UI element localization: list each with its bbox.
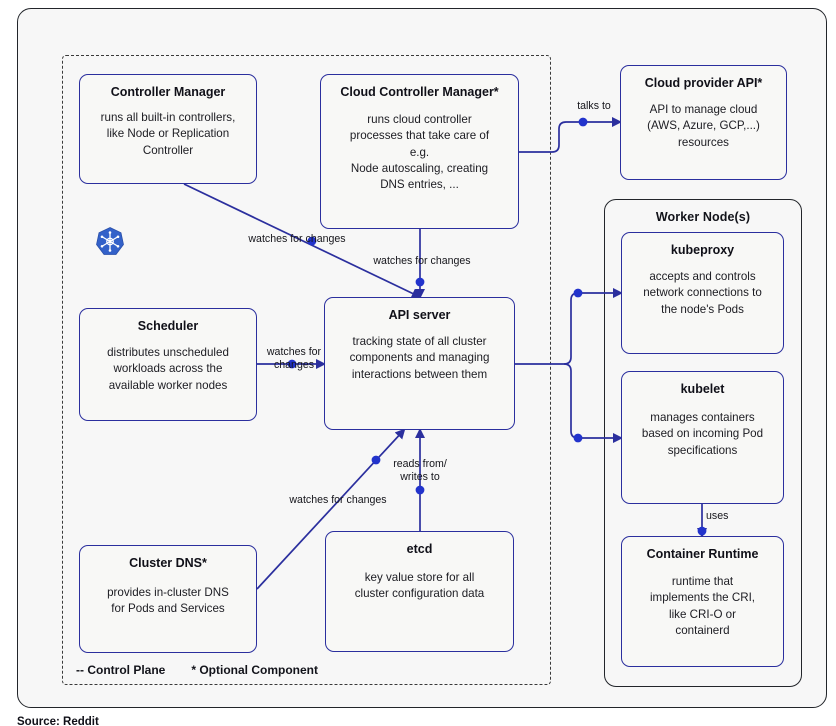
node-description: accepts and controls network connections… [643,269,762,316]
node-title: Container Runtime [646,547,759,561]
node-title: Cloud Controller Manager* [340,85,499,99]
node-description: manages containers based on incoming Pod… [641,410,764,457]
node-description: runs all built-in controllers, like Node… [100,110,236,157]
node-container-runtime[interactable]: Container Runtime runtime that implement… [621,536,784,667]
node-cluster-dns[interactable]: Cluster DNS* provides in-cluster DNS for… [79,545,257,653]
node-title: Scheduler [137,319,199,333]
node-kubeproxy[interactable]: kubeproxy accepts and controls network c… [621,232,784,354]
node-cloud-provider-api[interactable]: Cloud provider API* API to manage cloud … [620,65,787,180]
legend-item-control-plane: -- Control Plane [76,663,166,677]
node-title: etcd [406,542,433,556]
node-description: runs cloud controller processes that tak… [349,112,490,192]
node-scheduler[interactable]: Scheduler distributes unscheduled worklo… [79,308,257,421]
node-description: runtime that implements the CRI, like CR… [649,574,756,637]
kubernetes-logo [94,226,126,258]
edge-label-uses: uses [706,510,729,522]
edge-label-watches-cloud-controller-manager: watches for changes [373,255,471,267]
node-kubelet[interactable]: kubelet manages containers based on inco… [621,371,784,504]
edge-label-watches-controller-manager: watches for changes [248,233,346,245]
node-cloud-controller-manager[interactable]: Cloud Controller Manager* runs cloud con… [320,74,519,229]
node-title: kubeproxy [670,243,735,257]
source-caption: Source: Reddit [17,716,99,726]
worker-node-region [604,199,802,687]
diagram-legend: -- Control Plane * Optional Component [76,663,318,677]
edge-label-talks-to: talks to [577,100,611,112]
legend-item-optional-component: * Optional Component [191,663,318,677]
node-description: key value store for all cluster configur… [354,570,485,601]
node-etcd[interactable]: etcd key value store for all cluster con… [325,531,514,652]
node-controller-manager[interactable]: Controller Manager runs all built-in con… [79,74,257,184]
node-description: provides in-cluster DNS for Pods and Ser… [107,585,229,616]
edge-label-reads-writes: reads from/ writes to [393,458,447,484]
edge-label-watches-scheduler: watches for changes [266,346,322,372]
node-api-server[interactable]: API server tracking state of all cluster… [324,297,515,430]
node-title: kubelet [680,382,725,396]
edge-label-watches-cluster-dns: watches for changes [289,494,387,506]
node-description: API to manage cloud (AWS, Azure, GCP,...… [647,102,760,149]
control-plane-region [62,55,551,685]
node-title: Controller Manager [110,85,226,99]
node-description: tracking state of all cluster components… [349,334,490,381]
worker-node-region-title: Worker Node(s) [655,210,751,224]
node-title: Cluster DNS* [129,556,207,570]
node-title: API server [388,308,451,322]
node-description: distributes unscheduled workloads across… [107,345,229,392]
node-title: Cloud provider API* [644,76,763,90]
